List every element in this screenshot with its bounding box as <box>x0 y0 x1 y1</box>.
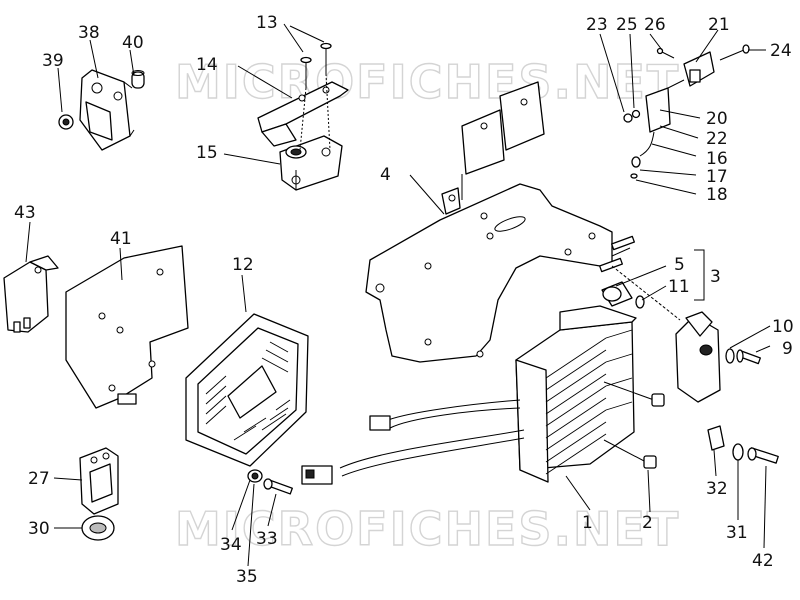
part-25-nut <box>631 109 641 119</box>
callout-31: 31 <box>726 523 748 543</box>
part-39-nut <box>58 114 74 130</box>
part-31-washer <box>732 443 744 461</box>
callout-21: 21 <box>708 15 730 35</box>
callout-22: 22 <box>706 129 728 149</box>
watermark-bottom: MICROFICHES.NET <box>175 502 680 556</box>
part-10-washer <box>725 348 735 364</box>
callout-27: 27 <box>28 469 50 489</box>
callout-11: 11 <box>668 277 690 297</box>
part-24-screw <box>719 44 750 61</box>
callout-20: 20 <box>706 109 728 129</box>
callout-3: 3 <box>710 267 721 287</box>
callout-23: 23 <box>586 15 608 35</box>
part-16-22-wire <box>631 131 655 168</box>
part-21-bracket <box>683 51 715 87</box>
callout-30: 30 <box>28 519 50 539</box>
part-30-grommet <box>81 515 115 541</box>
part-11-washer <box>635 295 645 309</box>
part-23-washer <box>623 113 633 123</box>
callout-32: 32 <box>706 479 728 499</box>
part-5-bushing <box>601 281 633 307</box>
callout-numbers: 38 40 39 13 14 15 4 23 25 26 21 24 20 22… <box>14 13 794 587</box>
callout-10: 10 <box>772 317 794 337</box>
part-15-holder <box>279 135 343 191</box>
part-27-clip <box>79 447 119 515</box>
part-42-bolt <box>747 447 779 464</box>
callout-12: 12 <box>232 255 254 275</box>
part-32-bracket <box>707 425 725 451</box>
part-12-fins <box>205 341 291 441</box>
part-20-relay <box>645 79 685 133</box>
callout-13: 13 <box>256 13 278 33</box>
callout-14: 14 <box>196 55 218 75</box>
part-2-bolts <box>603 381 665 469</box>
part-9-bolt <box>736 349 762 365</box>
part-13-screws <box>299 42 332 151</box>
callout-2: 2 <box>642 513 653 533</box>
callout-9: 9 <box>782 339 793 359</box>
part-1-regulator <box>515 305 637 483</box>
part-4-bolts <box>598 235 636 273</box>
callout-5: 5 <box>674 255 685 275</box>
part-33-screw <box>263 478 293 495</box>
callout-25: 25 <box>616 15 638 35</box>
watermark-top: MICROFICHES.NET <box>175 55 680 109</box>
callout-17: 17 <box>706 167 728 187</box>
part-17-18-terminal <box>630 173 638 179</box>
callout-39: 39 <box>42 51 64 71</box>
callout-35: 35 <box>236 567 258 587</box>
callout-42: 42 <box>752 551 774 571</box>
part-43-connector <box>3 255 59 333</box>
part-34-washer <box>247 469 263 483</box>
callout-40: 40 <box>122 33 144 53</box>
callout-18: 18 <box>706 185 728 205</box>
callout-24: 24 <box>770 41 792 61</box>
part-14-plate <box>257 81 349 147</box>
callout-34: 34 <box>220 535 242 555</box>
callout-16: 16 <box>706 149 728 169</box>
part-38-bracket <box>79 69 135 151</box>
part-3-block <box>675 311 721 403</box>
callout-41: 41 <box>110 229 132 249</box>
callout-4: 4 <box>380 165 391 185</box>
part-12-module <box>185 313 309 467</box>
leader-lines <box>25 23 771 567</box>
part-4-mounting-plate <box>365 183 613 363</box>
part-40-spacer <box>131 70 145 89</box>
callout-38: 38 <box>78 23 100 43</box>
part-1-wiring <box>301 399 525 485</box>
part-41-plate <box>65 245 189 409</box>
part-4-upper-bracket <box>461 81 545 200</box>
callout-33: 33 <box>256 529 278 549</box>
part-1-fins <box>545 329 633 475</box>
callout-1: 1 <box>582 513 593 533</box>
callout-26: 26 <box>644 15 666 35</box>
callout-43: 43 <box>14 203 36 223</box>
callout-15: 15 <box>196 143 218 163</box>
